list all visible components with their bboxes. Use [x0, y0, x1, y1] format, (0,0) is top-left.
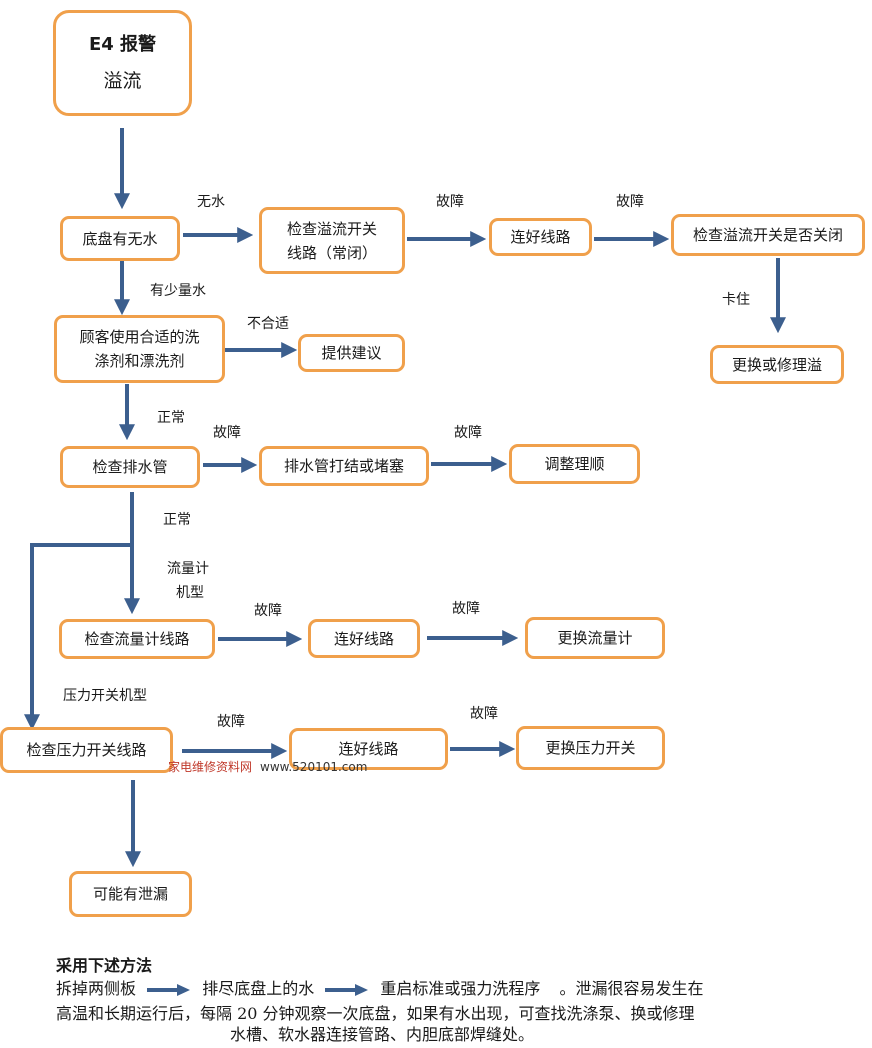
chassis-water-node: 底盘有无水 — [60, 216, 180, 261]
label-flowmeter-model-line2: 机型 — [176, 585, 204, 601]
detergent-node: 顾客使用合适的洗 涤剂和漂洗剂 — [54, 315, 225, 383]
check-flowmeter-node: 检查流量计线路 — [59, 619, 215, 659]
label-fault: 故障 — [470, 706, 498, 722]
watermark: 家电维修资料网 www.520101.com — [168, 758, 367, 775]
label-little-water: 有少量水 — [150, 283, 206, 299]
label-normal: 正常 — [157, 410, 185, 426]
label-stuck: 卡住 — [722, 292, 750, 308]
label-fault: 故障 — [454, 425, 482, 441]
label-fault: 故障 — [217, 714, 245, 730]
advice-node: 提供建议 — [298, 334, 405, 372]
label-fault: 故障 — [436, 194, 464, 210]
leak-node: 可能有泄漏 — [69, 871, 192, 917]
check-pressure-node: 检查压力开关线路 — [0, 727, 173, 773]
start-node: E4 报警 溢流 — [53, 10, 192, 116]
label-no-water: 无水 — [197, 194, 225, 210]
connect-line-node-1: 连好线路 — [489, 218, 592, 256]
method-step-2: 排尽底盘上的水 — [202, 979, 315, 998]
replace-flowmeter-node: 更换流量计 — [525, 617, 665, 659]
replace-or-repair-node: 更换或修理溢 — [710, 345, 844, 384]
method-line-1-rest: 。泄漏很容易发生在 — [559, 979, 704, 998]
connect-line-node-3: 连好线路 — [289, 728, 448, 770]
label-fault: 故障 — [616, 194, 644, 210]
label-fault: 故障 — [254, 603, 282, 619]
method-line-1: 拆掉两侧板 排尽底盘上的水 重启标准或强力洗程序 。泄漏很容易发生在 — [56, 975, 704, 999]
start-node-title: E4 报警 — [88, 34, 157, 55]
label-fault: 故障 — [213, 425, 241, 441]
label-flowmeter-model-line1: 流量计 — [167, 561, 209, 577]
check-overflow-closed-node: 检查溢流开关是否关闭 — [671, 214, 865, 256]
drain-knot-node: 排水管打结或堵塞 — [259, 446, 429, 486]
watermark-site: 家电维修资料网 — [168, 760, 253, 774]
label-fault: 故障 — [452, 601, 480, 617]
replace-pressure-node: 更换压力开关 — [516, 726, 665, 770]
method-line-2: 高温和长期运行后，每隔 20 分钟观察一次底盘，如果有水出现，可查找洗涤泵、换或… — [56, 1004, 695, 1023]
start-node-subtitle: 溢流 — [103, 70, 142, 92]
adjust-node: 调整理顺 — [509, 444, 640, 484]
label-pressure-model: 压力开关机型 — [63, 688, 147, 704]
method-title: 采用下述方法 — [56, 956, 153, 975]
method-line-3: 水槽、软水器连接管路、内胆底部焊缝处。 — [230, 1025, 535, 1044]
right-arrow-icon — [147, 983, 191, 996]
check-drain-node: 检查排水管 — [60, 446, 200, 488]
label-normal: 正常 — [163, 512, 191, 528]
method-step-3: 重启标准或强力洗程序 — [380, 979, 541, 998]
check-overflow-circuit-node: 检查溢流开关 线路（常闭） — [259, 207, 405, 274]
right-arrow-icon — [325, 983, 369, 996]
watermark-url: www.520101.com — [260, 760, 368, 774]
connect-line-node-2: 连好线路 — [308, 619, 420, 658]
label-not-suitable: 不合适 — [247, 316, 289, 332]
method-step-1: 拆掉两侧板 — [56, 979, 137, 998]
